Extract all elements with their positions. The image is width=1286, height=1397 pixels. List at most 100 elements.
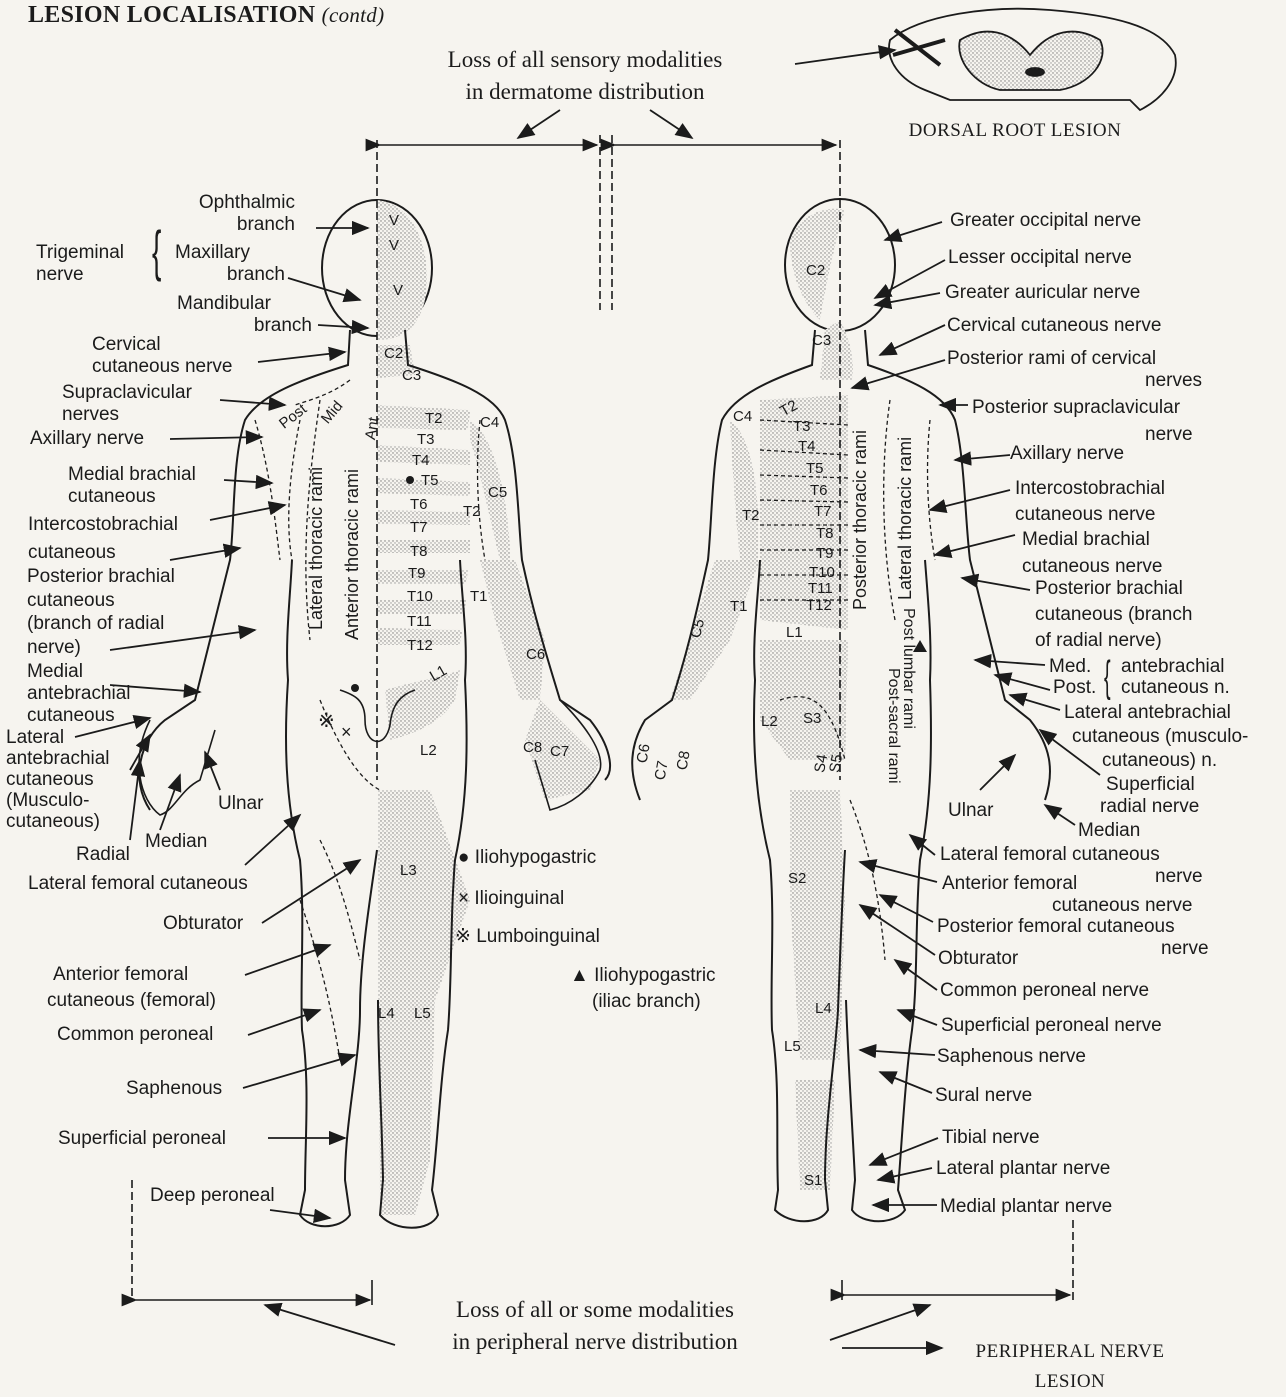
peripheral-lesion-label: PERIPHERAL NERVE LESION: [945, 1337, 1195, 1397]
label-line: Superficial: [1100, 774, 1199, 796]
legend-text: Iliohypogastric: [594, 965, 715, 986]
seg-back-t10: T10: [809, 564, 835, 581]
label-line: Maxillary: [150, 242, 285, 264]
seg-front-c3: C3: [402, 367, 421, 384]
seg-front-c8: C8: [523, 739, 542, 756]
label-saphenous-front: Saphenous: [126, 1078, 222, 1100]
antebrachial-brace: {: [1104, 652, 1111, 702]
seg-front-t5: T5: [421, 472, 439, 489]
seg-anterior-thoracic-rami: Anterior thoracic rami: [342, 469, 363, 640]
label-line: Lateral: [6, 727, 110, 748]
label-line: of radial nerve): [1035, 628, 1192, 654]
label-line: branch: [150, 264, 285, 286]
seg-back-s1: S1: [804, 1172, 822, 1189]
seg-v2: V: [389, 237, 399, 254]
seg-front-t10: T10: [407, 588, 433, 605]
iliohypogastric-marker: [351, 684, 359, 692]
legend-text: (iliac branch): [570, 989, 716, 1015]
label-greater-occipital: Greater occipital nerve: [950, 210, 1141, 232]
label-line: Posterior supraclavicular: [972, 394, 1193, 421]
seg-front-c5: C5: [488, 484, 507, 501]
label-line: radial nerve: [1100, 796, 1199, 818]
seg-front-l5: L5: [414, 1005, 431, 1022]
label-line: Intercostobrachial: [1015, 476, 1165, 502]
cross-symbol: ×: [458, 888, 469, 909]
seg-back-c2: C2: [806, 262, 825, 279]
seg-back-t4: T4: [798, 438, 816, 455]
seg-back-l1: L1: [786, 624, 803, 641]
seg-back-c6: C6: [634, 743, 654, 765]
seg-front-l3: L3: [400, 862, 417, 879]
peripheral-caption-line2: in peripheral nerve distribution: [400, 1326, 790, 1358]
label-line: Mandibular: [150, 293, 312, 315]
label-line: Posterior brachial: [27, 565, 175, 589]
label-line: cutaneous nerve: [1015, 502, 1165, 528]
label-line: cutaneous (musculo-: [1064, 725, 1248, 749]
label-line: branch: [150, 214, 295, 236]
label-line: cutaneous (branch: [1035, 602, 1192, 628]
seg-back-s3: S3: [803, 710, 821, 727]
spinal-cord-section: [889, 9, 1176, 110]
label-axillary-front: Axillary nerve: [30, 428, 144, 450]
seg-back-l2: L2: [761, 713, 778, 730]
seg-front-l2: L2: [420, 742, 437, 759]
seg-front-t3: T3: [417, 431, 435, 448]
label-line: cutaneous: [27, 589, 175, 613]
seg-back-t3: T3: [793, 418, 811, 435]
label-line: (branch of radial: [27, 612, 175, 636]
seg-front-c4: C4: [480, 414, 499, 431]
seg-back-c3: C3: [812, 332, 831, 349]
label-lesser-occipital: Lesser occipital nerve: [948, 247, 1132, 269]
label-line: cutaneous: [6, 769, 110, 790]
label-line: Intercostobrachial: [28, 511, 178, 539]
label-line: nerve: [36, 264, 124, 286]
label-superficial-radial: Superficial radial nerve: [1100, 774, 1199, 818]
label-line: Posterior femoral cutaneous: [937, 916, 1209, 938]
lumboinguinal-marker: ※: [318, 708, 335, 733]
seg-post-sacral-rami: Post-sacral rami: [862, 668, 902, 784]
label-deep-peroneal-front: Deep peroneal: [150, 1185, 275, 1207]
legend-iliac-branch: ▲ Iliohypogastric (iliac branch): [570, 963, 716, 1015]
label-axillary-back: Axillary nerve: [1010, 443, 1124, 465]
label-saphenous-back: Saphenous nerve: [937, 1046, 1086, 1068]
label-med: Med.: [1049, 656, 1091, 678]
seg-front-c7: C7: [550, 743, 569, 760]
label-greater-auricular: Greater auricular nerve: [945, 282, 1140, 304]
seg-back-t8: T8: [816, 525, 834, 542]
seg-back-s2: S2: [788, 870, 806, 887]
label-line: cutaneous nerve: [92, 356, 233, 378]
seg-posterior-thoracic-rami: Posterior thoracic rami: [850, 430, 871, 610]
label-line: cutaneous (femoral): [47, 988, 216, 1014]
dermatome-caption-line1: Loss of all sensory modalities: [400, 44, 770, 76]
label-maxillary: Maxillary branch: [150, 242, 285, 286]
seg-back-t6: T6: [810, 482, 828, 499]
label-line: cutaneous nerve: [942, 895, 1193, 917]
seg-back-t7: T7: [814, 503, 832, 520]
label-superficial-peroneal-front: Superficial peroneal: [58, 1128, 226, 1150]
label-obturator-front: Obturator: [163, 913, 243, 935]
label-line: Posterior rami of cervical: [947, 348, 1202, 370]
label-lateral-femoral-front: Lateral femoral cutaneous: [28, 873, 248, 895]
label-line: Medial brachial: [68, 464, 196, 486]
label-medial-antebrachial: Medial antebrachial cutaneous: [27, 661, 131, 727]
peripheral-caption: Loss of all or some modalities in periph…: [400, 1294, 790, 1358]
label-line: Ophthalmic: [150, 192, 295, 214]
label-post: Post.: [1053, 677, 1096, 699]
label-posterior-brachial: Posterior brachial cutaneous (branch of …: [27, 565, 175, 659]
label-line: nerves: [947, 370, 1202, 392]
seg-back-t1: T1: [730, 598, 748, 615]
label-antebrachial: antebrachial cutaneous n.: [1121, 656, 1230, 698]
label-ophthalmic: Ophthalmic branch: [150, 192, 295, 236]
seg-front-t6: T6: [410, 496, 428, 513]
legend-text: Lumboinguinal: [476, 926, 600, 947]
label-line: Anterior femoral: [942, 873, 1193, 895]
page-title: LESION LOCALISATION (contd): [28, 2, 384, 29]
label-cervical-cutaneous-back: Cervical cutaneous nerve: [947, 315, 1161, 337]
peripheral-lesion-line1: PERIPHERAL NERVE: [945, 1337, 1195, 1367]
seg-front-t2: T2: [425, 410, 443, 427]
label-intercostobrachial: Intercostobrachial cutaneous: [28, 511, 178, 567]
seg-front-t4: T4: [412, 452, 430, 469]
legend-ilioinguinal: × Ilioinguinal: [458, 888, 564, 910]
seg-front-c6: C6: [526, 646, 545, 663]
label-anterior-femoral-front: Anterior femoral cutaneous (femoral): [47, 962, 216, 1014]
